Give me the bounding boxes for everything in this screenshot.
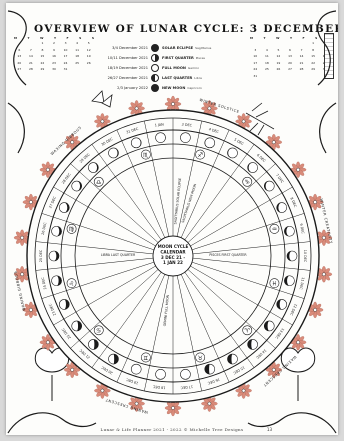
day-label: 10 DEC [303,250,307,263]
zodiac-sign-icon: ♓ [272,281,277,288]
zodiac-sign-icon: ♉ [197,355,202,362]
moon-phase-icon [180,133,190,143]
zodiac-sign-icon: ♌ [69,281,74,288]
zodiac-sign-icon: ♒ [272,226,277,233]
center-title-line: MOON CYCLE [158,244,189,249]
dragonfly-icon [246,103,274,135]
planner-page: OVERVIEW OF LUNAR CYCLE: 3 DECEMBER 2021… [6,3,338,435]
zodiac-sign-icon: ♏ [143,152,149,159]
center-title-line: 3 DEC 21 - [161,255,186,260]
zodiac-sign-icon: ♍ [69,226,74,233]
page-number: 13 [267,427,272,432]
moon-phase-icon [180,369,190,379]
moth-icon [92,91,112,107]
moon-phase-icon [131,364,141,374]
day-label: 25 DEC [39,249,43,262]
center-title-line: 1 JAN 22 [163,260,183,265]
center-title-line: CALENDAR [160,249,186,254]
moon-phase-icon [156,369,166,379]
zodiac-sign-icon: ♐ [197,152,202,159]
zodiac-sign-icon: ♑ [245,179,250,186]
zodiac-sign-icon: ♎ [96,179,101,186]
moon-wheel: ♐♑♒♓♈♉♊♋♌♍♎♏3 DEC4 DEC5 DEC6 DEC7 DEC8 D… [6,3,338,435]
spoke-note: PISCES FIRST QUARTER [209,253,247,257]
zodiac-sign-icon: ♈ [245,328,251,335]
footer-copyright: Lunar & Life Planner 2021 - 2022 © Miche… [6,427,338,432]
zodiac-sign-icon: ♋ [96,328,101,335]
zodiac-sign-icon: ♊ [143,355,148,362]
spoke-note: LIBRA LAST QUARTER [101,253,136,257]
